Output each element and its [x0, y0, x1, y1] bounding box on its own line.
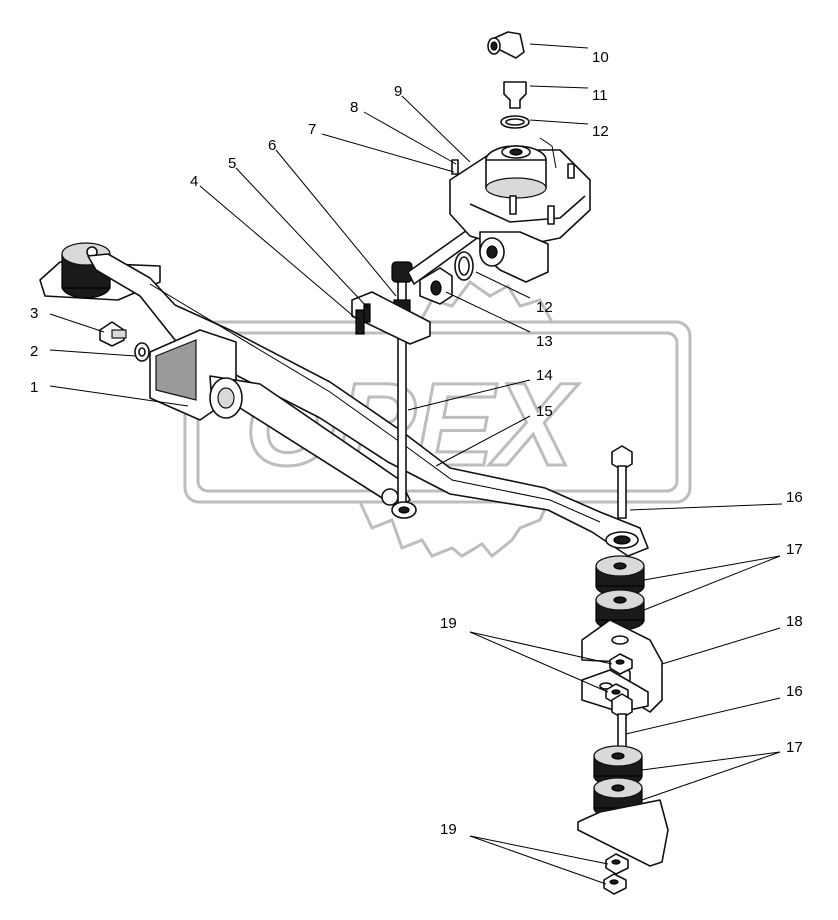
callout-14: 14 [536, 367, 553, 384]
callout-12-upper: 12 [592, 123, 609, 140]
callout-17-lower: 17 [786, 739, 803, 756]
callout-labels: 1 2 3 4 5 6 7 8 9 10 11 12 12 13 14 15 1… [30, 49, 803, 838]
callout-6: 6 [268, 137, 276, 154]
callout-3: 3 [30, 305, 38, 322]
lower-nuts [603, 853, 629, 895]
long-bolt-upper [611, 445, 633, 519]
leader-lines [49, 43, 783, 885]
callout-18: 18 [786, 613, 803, 630]
bolt-and-washer [99, 321, 150, 362]
callout-16-lower: 16 [786, 683, 803, 700]
callout-7: 7 [308, 121, 316, 138]
callout-16-upper: 16 [786, 489, 803, 506]
callout-13: 13 [536, 333, 553, 350]
callout-19-lower: 19 [440, 821, 457, 838]
callout-5: 5 [228, 155, 236, 172]
callout-10: 10 [592, 49, 609, 66]
callout-8: 8 [350, 99, 358, 116]
callout-9: 9 [394, 83, 402, 100]
callout-11: 11 [592, 87, 608, 104]
callout-12-side: 12 [536, 299, 553, 316]
upper-bushings [595, 555, 645, 631]
shaft-assembly [149, 329, 411, 509]
upper-fittings [487, 31, 530, 129]
callout-17-upper: 17 [786, 541, 803, 558]
callout-1: 1 [30, 379, 38, 396]
callout-2: 2 [30, 343, 38, 360]
brake-valve [449, 137, 591, 283]
callout-15: 15 [536, 403, 553, 420]
callout-19-upper: 19 [440, 615, 457, 632]
lower-plate [577, 799, 669, 867]
side-fittings [419, 251, 474, 305]
rod-clamp [351, 291, 431, 345]
long-bolt-lower [611, 693, 633, 755]
callout-4: 4 [190, 173, 198, 190]
